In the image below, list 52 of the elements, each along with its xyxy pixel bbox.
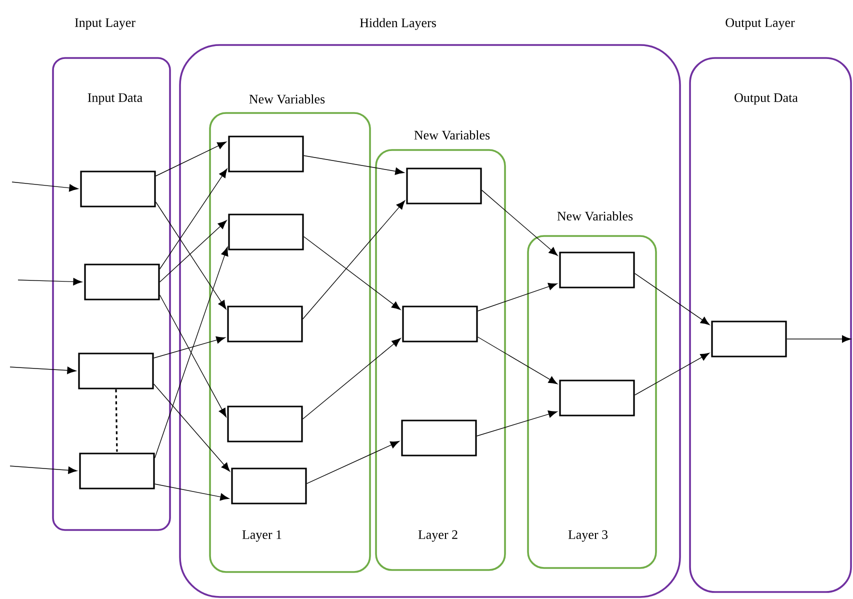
group-label: Layer 1 — [242, 530, 282, 542]
layer-heading: Input Layer — [74, 18, 136, 30]
neuron-box — [84, 264, 160, 300]
neuron-box — [711, 320, 787, 358]
group-label: Layer 2 — [418, 530, 458, 542]
arrow — [303, 236, 401, 310]
arrow — [302, 338, 401, 420]
neuron-box — [406, 168, 482, 204]
arrow — [306, 441, 400, 484]
group-label: Input Data — [88, 93, 142, 105]
neuron-box — [227, 306, 303, 342]
arrow — [477, 336, 558, 384]
arrow — [155, 202, 226, 310]
arrow — [481, 190, 558, 256]
arrow — [159, 220, 227, 282]
arrow — [786, 335, 851, 343]
neuron-box — [227, 406, 303, 442]
dashed-connector — [115, 389, 118, 452]
group-label: New Variables — [249, 94, 325, 104]
neuron-box — [559, 380, 635, 416]
arrow — [154, 484, 230, 501]
arrow — [154, 246, 228, 458]
neuron-box — [559, 252, 635, 288]
arrow — [159, 168, 228, 270]
arrow — [18, 278, 82, 286]
neuron-box — [80, 170, 156, 208]
arrow — [303, 155, 404, 175]
arrow — [302, 200, 406, 320]
arrow — [155, 142, 226, 176]
neuron-box — [401, 420, 477, 456]
arrow — [10, 366, 76, 374]
neuron-box — [228, 136, 304, 172]
layer-heading: Output Layer — [726, 18, 795, 30]
neuron-box — [228, 214, 304, 250]
arrow — [634, 273, 710, 326]
arrow — [477, 282, 558, 312]
arrow — [12, 182, 78, 192]
group-label: Layer 3 — [568, 530, 608, 542]
layer-heading: Hidden Layers — [360, 18, 436, 30]
neuron-box — [79, 452, 155, 490]
group-label: Output Data — [734, 93, 798, 105]
arrow — [153, 336, 226, 358]
group-label: New Variables — [414, 130, 490, 140]
neuron-box — [402, 306, 478, 342]
arrow — [153, 384, 230, 472]
arrow — [476, 410, 558, 436]
arrow — [634, 352, 710, 396]
group-label: New Variables — [557, 211, 633, 221]
arrow — [159, 294, 226, 418]
arrow — [10, 466, 78, 474]
neuron-box — [78, 352, 154, 390]
neuron-box — [231, 468, 307, 504]
